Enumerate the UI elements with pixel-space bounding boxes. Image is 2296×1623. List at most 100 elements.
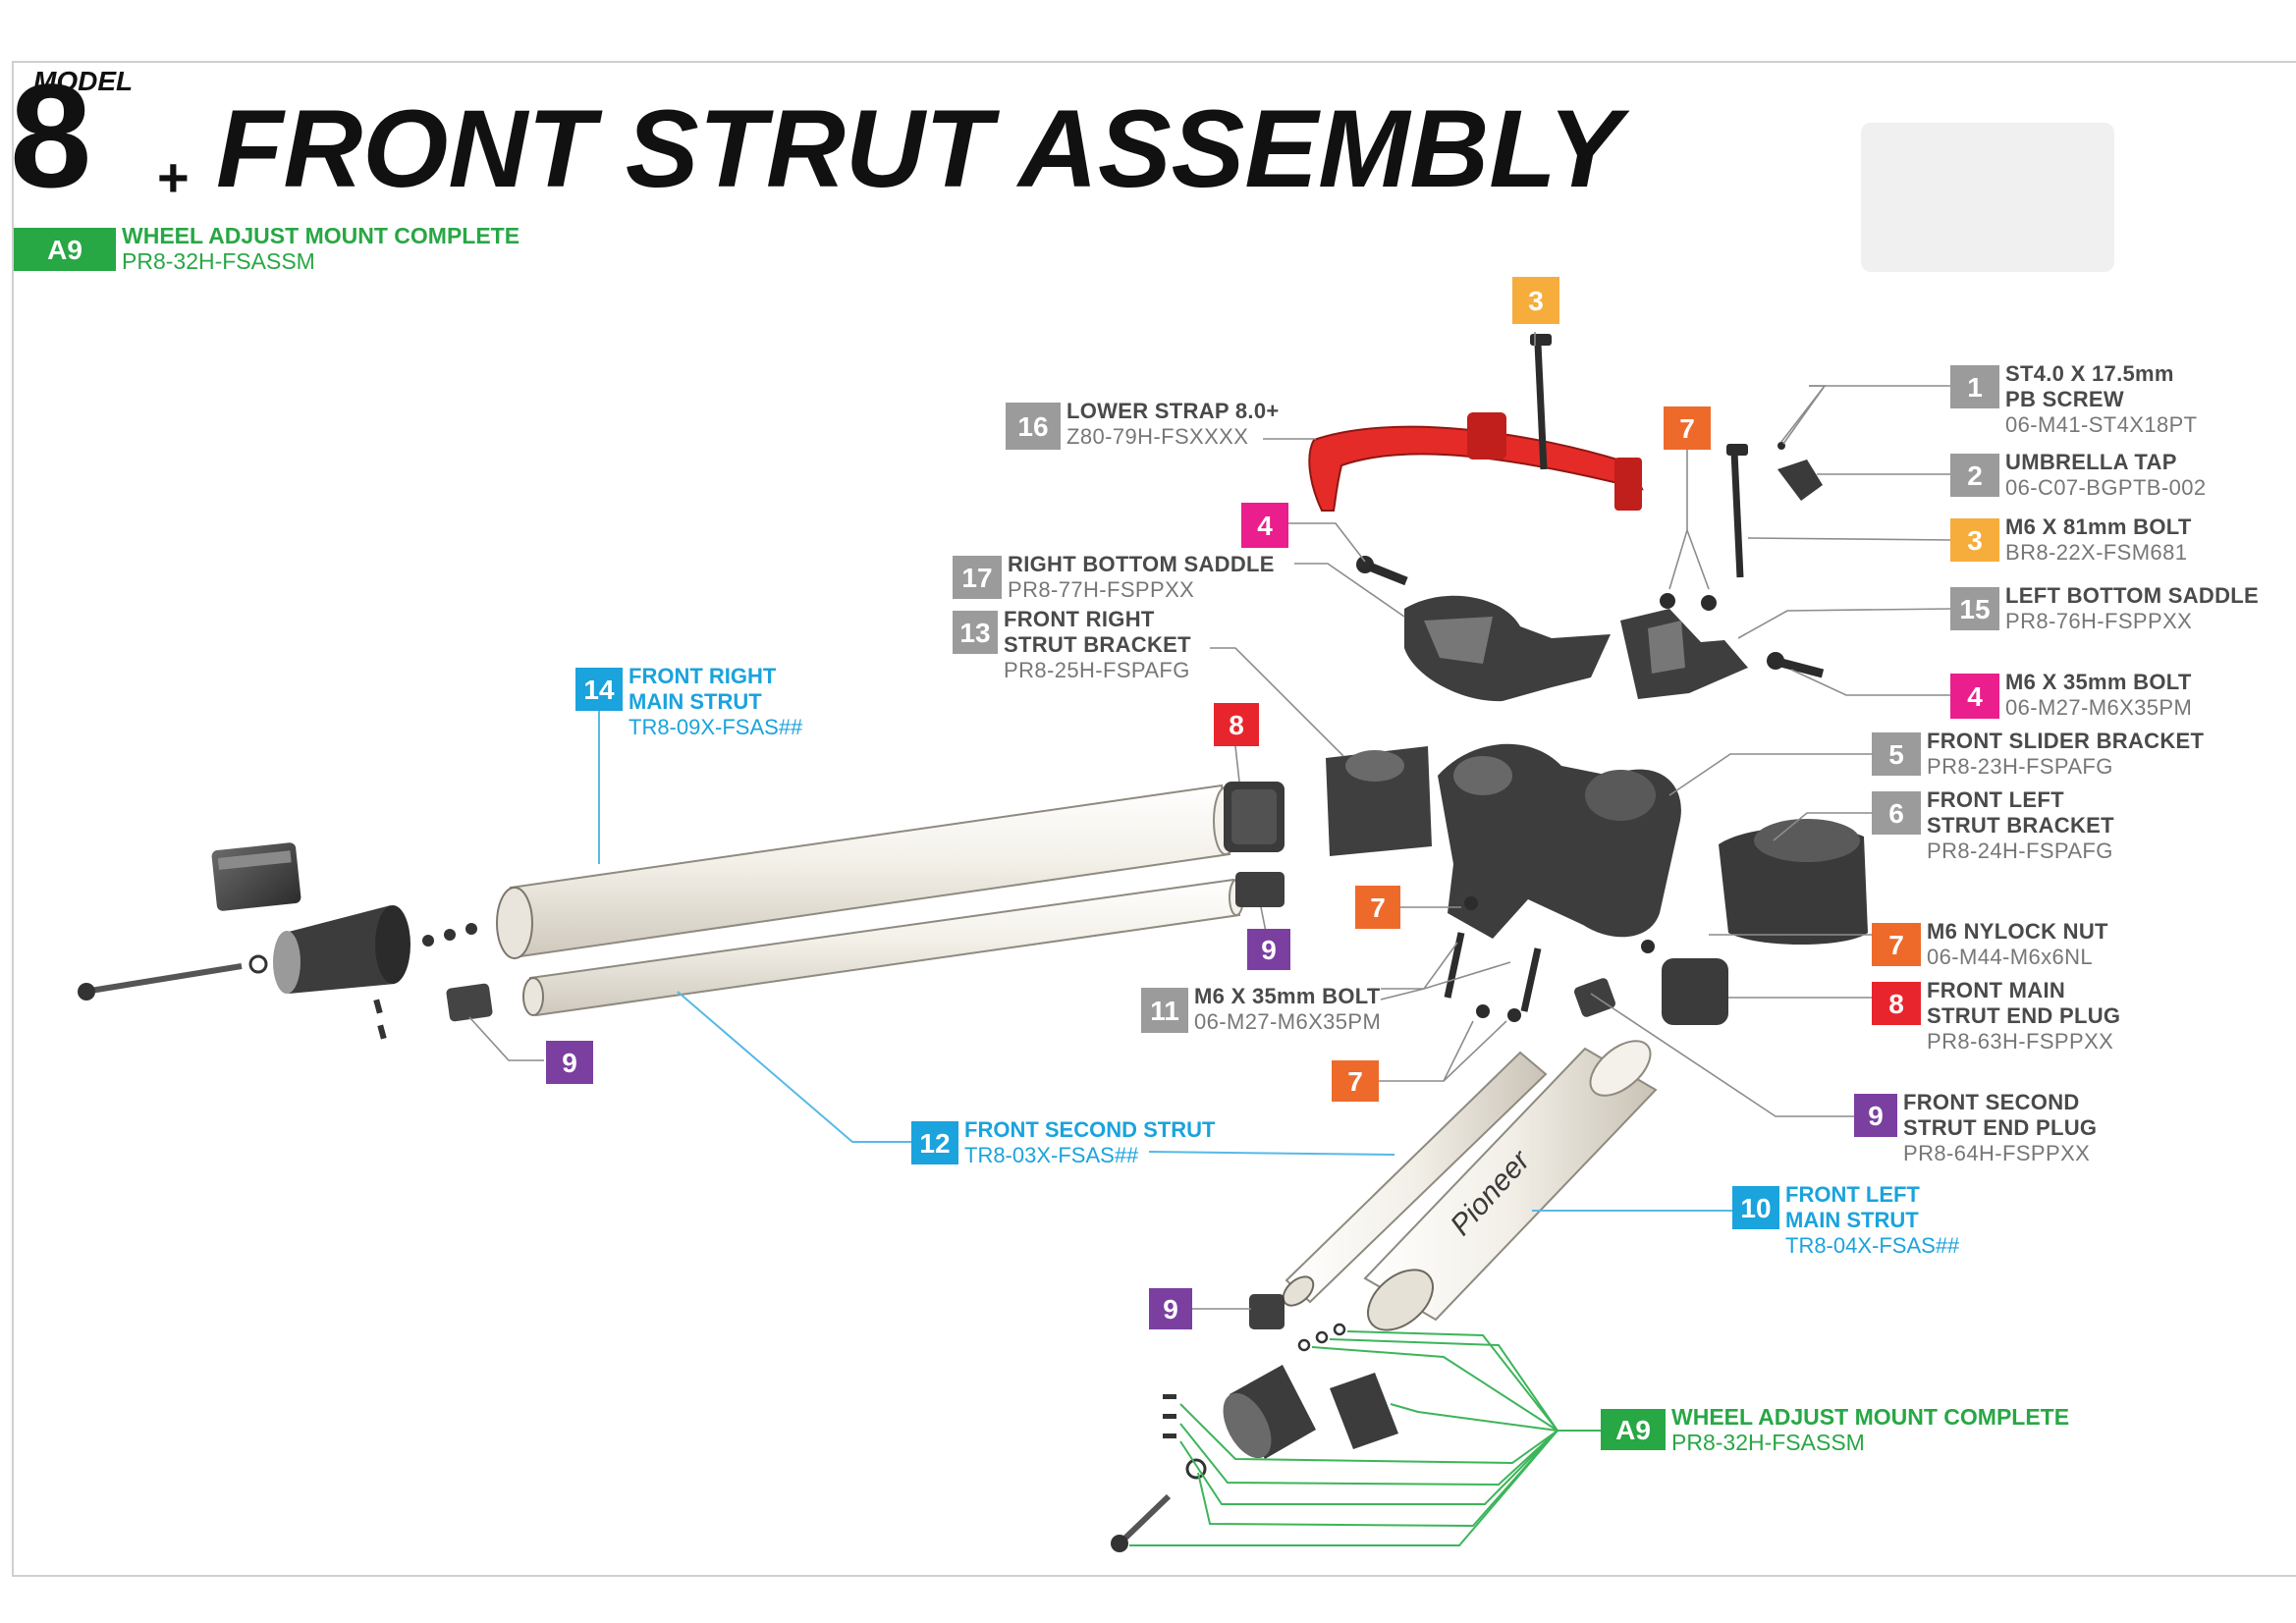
callout-badge [1950,454,1999,497]
callout-number: 9 [1868,1101,1884,1131]
part-name: LOWER STRAP 8.0+ [1066,399,1280,423]
callout-p7-low: 7 [1332,1060,1379,1102]
callout-badge [1247,929,1290,970]
callout-number: 13 [959,618,990,648]
part-code: PR8-32H-FSASSM [1671,1430,1865,1455]
hardware [1356,334,1825,1022]
part-name: M6 X 35mm BOLT [2005,670,2192,694]
callout-badge [1141,988,1188,1033]
callout-number: A9 [47,235,82,265]
part-name: FRONT SECOND STRUT [964,1117,1216,1142]
part-code: 06-M27-M6X35PM [1194,1009,1381,1034]
callout-number: 2 [1967,460,1983,491]
callout-badge [575,668,623,711]
part-name: UMBRELLA TAP [2005,450,2177,474]
callout-number: 7 [1370,893,1386,923]
model-plus: + [157,146,190,208]
callout-badge [1950,365,1999,408]
part-name: STRUT BRACKET [1927,813,2114,838]
part-name: MAIN STRUT [1785,1208,1919,1232]
model-label: MODEL [33,66,133,96]
part-name: LEFT BOTTOM SADDLE [2005,583,2259,608]
part-name: FRONT LEFT [1785,1182,1920,1207]
part-code: PR8-24H-FSPAFG [1927,839,2113,863]
part-name: FRONT SECOND [1903,1090,2080,1114]
front-second-strut-lower [1282,1051,1548,1307]
part-code: TR8-09X-FSAS## [629,715,803,739]
callout-number: 11 [1150,996,1179,1026]
callout-number: 16 [1017,411,1048,442]
part-name: M6 NYLOCK NUT [1927,919,2108,944]
callout-number: 5 [1888,739,1904,770]
part-code: Z80-79H-FSXXXX [1066,424,1248,449]
callout-number: 7 [1679,413,1695,444]
bottom-saddles [1404,595,1748,702]
part-code: TR8-04X-FSAS## [1785,1233,1960,1258]
part-code: PR8-23H-FSPAFG [1927,754,2113,779]
callout-number: 6 [1888,798,1904,829]
callout-number: 3 [1528,286,1544,316]
callout-badge [1950,674,1999,719]
callout-badge [1006,403,1061,450]
part-name: FRONT LEFT [1927,787,2064,812]
callout-number: 4 [1257,511,1273,541]
front-right-strut-bracket [1326,746,1432,856]
header: MODEL 8 + FRONT STRUT ASSEMBLY [10,53,1630,218]
diagram-frame [12,61,2296,1577]
callout-badge [1601,1409,1666,1450]
callout-p9-a: 9 [1247,929,1290,970]
callout-badge [1872,732,1921,776]
part-code: PR8-76H-FSPPXX [2005,609,2192,633]
callout-number: 9 [562,1048,577,1078]
part-name: PB SCREW [2005,387,2124,411]
part-code: PR8-32H-FSASSM [122,248,315,274]
callout-number: 9 [1261,935,1277,965]
part-name: STRUT END PLUG [1927,1003,2120,1028]
callout-p9-b: 9 [546,1041,593,1084]
callout-number: 7 [1347,1066,1363,1097]
callout-badge [1950,518,1999,562]
callout-badge [1664,406,1711,450]
callout-badge [1149,1288,1192,1329]
part-name: FRONT RIGHT [629,664,777,688]
callout-p16: 16 LOWER STRAP 8.0+Z80-79H-FSXXXX [1006,399,1280,450]
part-name: WHEEL ADJUST MOUNT COMPLETE [122,223,519,248]
callout-number: 7 [1888,930,1904,960]
callout-number: 8 [1888,989,1904,1019]
part-name: MAIN STRUT [629,689,762,714]
callout-number: 10 [1740,1193,1771,1223]
callout-number: 8 [1229,710,1244,740]
part-name: RIGHT BOTTOM SADDLE [1008,552,1275,576]
part-code: BR8-22X-FSM681 [2005,540,2187,565]
callout-badge [1872,791,1921,835]
callout-badge [1732,1186,1779,1229]
bottom-wheel-adjust-mount [1111,1323,1398,1552]
part-name: STRUT END PLUG [1903,1115,2097,1140]
callout-p4-left: 4 [1241,503,1288,548]
callout-number: 17 [961,563,992,593]
end-plugs [1224,782,1728,1329]
callout-number: A9 [1615,1415,1651,1445]
part-name: ST4.0 X 17.5mm [2005,361,2174,386]
callout-badge [1241,503,1288,548]
model-number: 8 [10,53,91,218]
lower-strap [1308,412,1644,512]
callout-number: 1 [1967,372,1983,403]
callout-number: 14 [583,675,615,705]
callout-p7-mid: 7 [1355,886,1400,929]
part-code: TR8-03X-FSAS## [964,1143,1139,1167]
callout-p9-c: 9 [1149,1288,1192,1329]
